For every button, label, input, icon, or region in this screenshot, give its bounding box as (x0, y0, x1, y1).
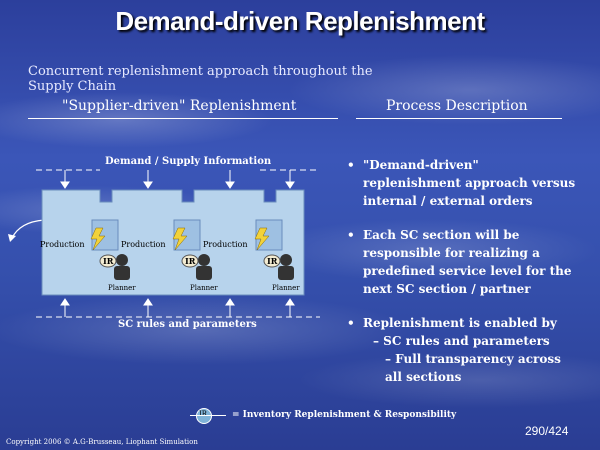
bullet-item: • Replenishment is enabled by – SC rules… (347, 314, 577, 386)
production-label-0: Production (40, 240, 85, 249)
bullet-marker: • (347, 316, 355, 330)
left-heading-rule (28, 118, 338, 119)
bullet-marker: • (347, 228, 355, 242)
bullet-item: • Each SC section will be responsible fo… (347, 226, 577, 298)
bullet-text: Each SC section will be responsible for … (363, 228, 572, 296)
production-label-1: Production (121, 240, 166, 249)
slide-title: Demand-driven Replenishment (115, 6, 485, 36)
legend-text: = Inventory Replenishment & Responsibili… (232, 410, 457, 420)
sc-rules-label: SC rules and parameters (118, 319, 257, 330)
sub-bullet: – Full transparency across all sections (385, 352, 561, 384)
ir-legend-icon: IR (196, 408, 212, 424)
planner-label-2: Planner (190, 284, 218, 292)
production-label-2: Production (203, 240, 248, 249)
bullet-text: "Demand-driven" replenishment approach v… (363, 158, 576, 208)
diagram-arrows (8, 169, 320, 318)
right-heading-rule (356, 118, 562, 119)
left-column-heading: "Supplier-driven" Replenishment (62, 98, 297, 114)
bullet-text: Replenishment is enabled by (363, 316, 557, 330)
planner-label-3: Planner (272, 284, 300, 292)
planner-label-1: Planner (108, 284, 136, 292)
bullet-item: • "Demand-driven" replenishment approach… (347, 156, 577, 210)
ir-label-1: IR (103, 256, 114, 266)
page-number: 290/424 (525, 424, 569, 438)
right-column-heading: Process Description (386, 98, 528, 114)
slide-subtitle: Concurrent replenishment approach throug… (28, 64, 373, 94)
bullet-marker: • (347, 158, 355, 172)
supply-chain-diagram: Demand / Supply Information (0, 150, 340, 340)
ir-label-2: IR (185, 256, 196, 266)
copyright: Copyright 2006 © A.G-Brusseau, Liophant … (6, 438, 198, 446)
process-description-list: • "Demand-driven" replenishment approach… (347, 156, 577, 402)
sub-bullet: – SC rules and parameters (373, 334, 550, 348)
legend-line (190, 415, 226, 416)
demand-supply-label: Demand / Supply Information (105, 156, 272, 167)
ir-label-3: IR (267, 256, 278, 266)
